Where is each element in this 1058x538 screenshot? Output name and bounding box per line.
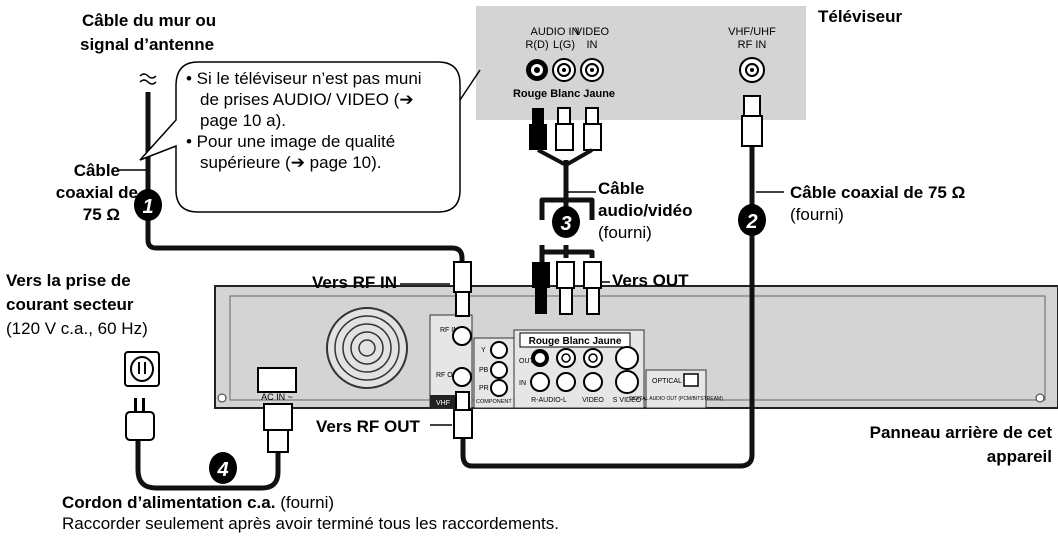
step-badge-3 — [552, 206, 580, 238]
to-rf-in-label: Vers RF IN — [312, 273, 398, 292]
power-outlet-label-2: courant secteur — [6, 295, 134, 314]
note-bullet-2: • Pour une image de qualité supérieure (… — [186, 132, 396, 172]
power-cord-suffix: (fourni) — [280, 493, 335, 512]
digital-audio-label: DIGITAL AUDIO OUT (PCM/BITSTREAM) — [629, 396, 723, 402]
coax-left-label-1: Câble — [73, 161, 120, 180]
step-badge-2 — [738, 204, 766, 236]
step-badge-1 — [134, 189, 162, 221]
wall-cable-label-1: Câble du mur ou — [82, 11, 217, 30]
note-text: • Si le téléviseur n’est pas muni de pri… — [186, 68, 436, 173]
device-rf-out-jack — [452, 367, 472, 387]
device-rf-out-label: RF OUT — [436, 372, 463, 379]
tv-av-plugs — [529, 107, 602, 168]
step-3-number: 3 — [560, 213, 571, 235]
tv-rf-in-jack — [739, 57, 765, 83]
optical-label: OPTICAL — [652, 378, 682, 385]
rear-panel-label-1: Panneau arrière de cet — [869, 423, 1052, 442]
av-cable-label-2: audio/vidéo — [598, 201, 693, 220]
step-2-number: 2 — [745, 211, 757, 233]
power-cord-caption: Cordon d’alimentation c.a. (fourni) — [62, 492, 334, 513]
component-label: COMPONENT VIDEO OUT — [476, 399, 544, 405]
av-cable-label-3: (fourni) — [598, 223, 652, 242]
ac-inlet — [257, 367, 297, 393]
step-4-number: 4 — [216, 459, 228, 481]
to-out-label: Vers OUT — [612, 271, 689, 290]
tv-video-label: VIDEO — [575, 26, 610, 38]
device-rf-in-plug — [453, 261, 472, 317]
power-cord-note: Raccorder seulement après avoir terminé … — [62, 514, 559, 533]
s-video-label: S VIDEO — [613, 397, 642, 404]
power-cord-title: Cordon d’alimentation c.a. — [62, 493, 276, 512]
av-cable-label-1: Câble — [598, 179, 645, 198]
tv-lg-label: L(G) — [553, 39, 575, 51]
tv-rf-in-label: RF IN — [738, 39, 767, 51]
device-out-label: OUT — [519, 358, 535, 365]
step-1-number: 1 — [142, 196, 153, 218]
component-pb-label: PB — [479, 367, 489, 374]
wall-outlet-icon — [124, 351, 160, 387]
coax-left-label-2: coaxial de — [55, 183, 138, 202]
ac-in-label: AC IN ~ — [261, 392, 293, 402]
fan-vent — [326, 307, 408, 389]
power-outlet-label-3: (120 V c.a., 60 Hz) — [6, 319, 148, 338]
device-color-labels: Rouge Blanc Jaune — [529, 336, 622, 347]
coax-right-label-1: Câble coaxial de 75 Ω — [790, 183, 966, 202]
tv-in-label: IN — [587, 39, 598, 51]
power-outlet-label-1: Vers la prise de — [6, 271, 131, 290]
component-pr-label: PR — [479, 385, 489, 392]
to-rf-out-label: Vers RF OUT — [316, 417, 420, 436]
coax-right-label-2: (fourni) — [790, 205, 844, 224]
note-bullet-1: • Si le téléviseur n’est pas muni de pri… — [186, 69, 422, 130]
tv-title: Téléviseur — [818, 7, 903, 26]
device-rf-in-label: RF IN — [440, 327, 458, 334]
tv-audio-in-label: AUDIO IN — [531, 26, 580, 38]
device-vhf-label: VHF — [436, 400, 450, 407]
coax-left-label-3: 75 Ω — [82, 205, 120, 224]
component-y-label: Y — [481, 347, 486, 354]
tv-vhf-uhf-label: VHF/UHF — [728, 26, 776, 38]
note-bubble — [139, 61, 461, 213]
video-label: VIDEO — [582, 397, 604, 404]
power-plug-wall — [125, 398, 155, 441]
r-audio-l-label: R-AUDIO-L — [531, 397, 567, 404]
tv-rf-plug — [741, 95, 763, 147]
device-av-plugs — [532, 261, 602, 315]
tv-audio-video-jacks — [526, 58, 604, 82]
device-in-label: IN — [519, 380, 526, 387]
power-plug-inlet — [263, 403, 293, 453]
device-rf-out-plug — [453, 391, 473, 439]
rear-panel-label-2: appareil — [986, 447, 1052, 466]
step-badge-4 — [209, 452, 237, 484]
tv-color-labels: Rouge Blanc Jaune — [513, 88, 615, 100]
tv-rd-label: R(D) — [525, 39, 548, 51]
antenna-signal-icon — [139, 73, 157, 85]
device-rf-in-jack — [452, 326, 472, 346]
wall-cable-label-2: signal d’antenne — [80, 35, 215, 54]
